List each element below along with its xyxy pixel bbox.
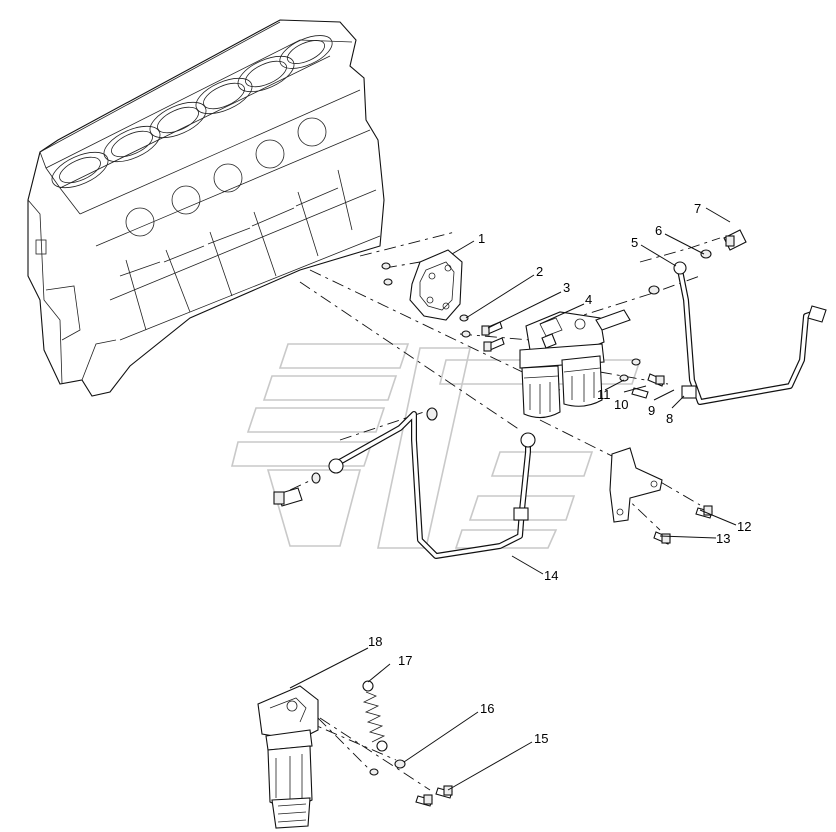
callout-7: 7 <box>694 201 701 216</box>
callout-15: 15 <box>534 731 548 746</box>
callout-6: 6 <box>655 223 662 238</box>
callout-14: 14 <box>544 568 558 583</box>
callout-12: 12 <box>737 519 751 534</box>
washers-16 <box>369 759 406 776</box>
crank-bays <box>119 117 353 331</box>
callout-13: 13 <box>716 531 730 546</box>
fuel-line-right <box>673 261 827 405</box>
callout-3: 3 <box>563 280 570 295</box>
block-washers <box>381 262 471 338</box>
callout-5: 5 <box>631 235 638 250</box>
callout-2: 2 <box>536 264 543 279</box>
bolts-15 <box>415 785 453 807</box>
callout-11: 11 <box>597 387 611 402</box>
banjo-bolt-7 <box>723 229 747 251</box>
callout-17: 17 <box>398 653 412 668</box>
spring-17 <box>362 680 388 752</box>
bolts-10-11 <box>619 358 665 399</box>
assembly-lines <box>279 231 721 791</box>
cylinder-bores <box>51 35 333 189</box>
callout-16: 16 <box>480 701 494 716</box>
lower-filter-assembly <box>257 685 319 829</box>
callout-4: 4 <box>585 292 592 307</box>
callout-labels: 1 2 3 4 5 6 7 8 9 10 11 12 13 14 15 16 1… <box>368 201 751 746</box>
callout-18: 18 <box>368 634 382 649</box>
support-bracket <box>609 447 713 545</box>
callout-8: 8 <box>666 411 673 426</box>
sealing-washers-6 <box>648 249 712 295</box>
fuel-line-left <box>273 407 536 559</box>
leader-lines <box>289 207 737 791</box>
callout-9: 9 <box>648 403 655 418</box>
cover-plate <box>409 249 463 321</box>
engine-block <box>27 19 385 397</box>
callout-1: 1 <box>478 231 485 246</box>
fuel-filter-assembly <box>519 309 631 419</box>
callout-10: 10 <box>614 397 628 412</box>
